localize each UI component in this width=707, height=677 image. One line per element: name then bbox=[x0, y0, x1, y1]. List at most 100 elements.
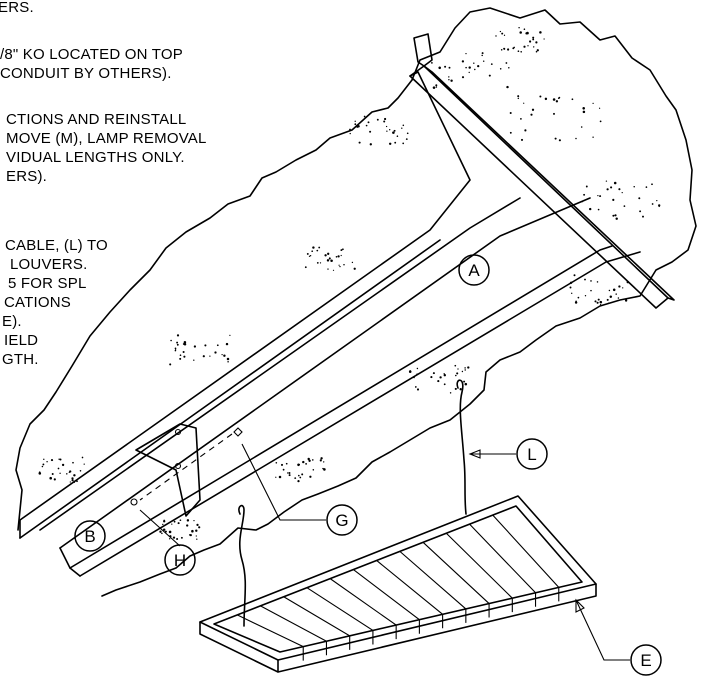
concrete-dot bbox=[275, 476, 277, 478]
concrete-dot bbox=[339, 265, 341, 268]
concrete-dot bbox=[367, 121, 370, 124]
concrete-dot bbox=[468, 71, 470, 74]
concrete-dot bbox=[555, 100, 559, 103]
concrete-dot bbox=[401, 127, 403, 129]
concrete-dot bbox=[214, 351, 217, 354]
concrete-dot bbox=[535, 50, 538, 53]
concrete-dot bbox=[599, 120, 602, 123]
concrete-dot bbox=[172, 536, 176, 539]
callout-g: G bbox=[326, 504, 358, 536]
concrete-dot bbox=[393, 129, 396, 132]
concrete-dot bbox=[461, 60, 465, 63]
concrete-dot bbox=[365, 124, 368, 127]
concrete-dot bbox=[608, 289, 611, 292]
concrete-dot bbox=[651, 203, 654, 205]
concrete-dot bbox=[173, 520, 176, 523]
note-1-line-1: ERS. bbox=[0, 0, 34, 16]
callout-e-label: E bbox=[640, 651, 651, 670]
concrete-dot bbox=[357, 125, 360, 128]
mounting-channel-bottom bbox=[69, 245, 613, 569]
concrete-dot bbox=[606, 298, 609, 301]
concrete-dot bbox=[517, 95, 520, 98]
concrete-dot bbox=[41, 465, 44, 468]
concrete-dot bbox=[195, 529, 198, 532]
concrete-dot bbox=[597, 298, 600, 301]
concrete-dot bbox=[448, 76, 450, 78]
concrete-dot bbox=[176, 341, 179, 344]
concrete-dot bbox=[463, 380, 466, 383]
concrete-dot bbox=[613, 181, 617, 185]
concrete-dot bbox=[477, 64, 480, 68]
concrete-dot bbox=[171, 523, 173, 525]
concrete-dot bbox=[402, 142, 405, 145]
concrete-dot bbox=[597, 194, 599, 197]
concrete-dot bbox=[191, 529, 194, 533]
callout-l-label: L bbox=[527, 445, 536, 464]
concrete-dot bbox=[543, 38, 545, 40]
concrete-dot bbox=[299, 476, 302, 479]
concrete-dot bbox=[389, 129, 391, 131]
concrete-dot bbox=[448, 79, 450, 81]
concrete-dot bbox=[531, 108, 535, 111]
concrete-dot bbox=[432, 86, 436, 89]
concrete-dot bbox=[416, 367, 419, 370]
concrete-dot bbox=[282, 468, 285, 471]
concrete-dot bbox=[461, 370, 464, 373]
concrete-dot bbox=[369, 130, 372, 133]
concrete-dot bbox=[202, 355, 205, 358]
concrete-dot bbox=[638, 197, 641, 200]
concrete-dot bbox=[435, 86, 438, 88]
hanger-hook-right bbox=[456, 379, 467, 515]
concrete-dot bbox=[529, 40, 532, 43]
channel-end-face bbox=[19, 519, 81, 577]
concrete-dot bbox=[42, 463, 45, 466]
concrete-dot bbox=[473, 62, 475, 64]
concrete-dot bbox=[327, 268, 329, 270]
concrete-dot bbox=[349, 132, 351, 135]
concrete-dot bbox=[609, 295, 613, 298]
louver-blade bbox=[445, 532, 513, 613]
louver-blade bbox=[353, 569, 420, 634]
concrete-dot bbox=[503, 34, 506, 36]
plate-hole-2 bbox=[174, 462, 182, 470]
concrete-dot bbox=[168, 538, 171, 540]
fixture-louvers bbox=[236, 514, 560, 661]
concrete-dot bbox=[535, 41, 538, 44]
concrete-dot bbox=[226, 357, 230, 361]
concrete-dot bbox=[610, 186, 613, 189]
concrete-dot bbox=[168, 530, 172, 534]
concrete-dot bbox=[225, 342, 229, 346]
concrete-dot bbox=[309, 255, 312, 257]
note-1: ERS. bbox=[0, 0, 34, 17]
concrete-dot bbox=[607, 302, 610, 304]
concrete-texture bbox=[38, 26, 661, 541]
concrete-dot bbox=[335, 255, 338, 258]
concrete-dot bbox=[448, 66, 451, 69]
concrete-dot bbox=[490, 63, 493, 65]
concrete-dot bbox=[592, 102, 594, 105]
concrete-dot bbox=[505, 62, 508, 64]
concrete-dot bbox=[596, 281, 599, 283]
concrete-dot bbox=[392, 131, 395, 134]
concrete-dot bbox=[177, 522, 180, 525]
concrete-dot bbox=[227, 361, 229, 363]
concrete-dot bbox=[527, 45, 529, 47]
note-4-line-5: E). bbox=[2, 313, 22, 330]
concrete-dot bbox=[209, 355, 211, 357]
louver-blade bbox=[469, 523, 537, 607]
concrete-dot bbox=[176, 537, 179, 541]
concrete-dot bbox=[288, 474, 291, 477]
concrete-dot bbox=[577, 296, 580, 299]
concrete-dot bbox=[61, 463, 65, 467]
concrete-dot bbox=[454, 387, 457, 390]
callout-b-label: B bbox=[84, 527, 95, 546]
concrete-dot bbox=[582, 110, 586, 114]
louver-blade bbox=[283, 596, 351, 650]
concrete-dot bbox=[599, 300, 603, 304]
ceiling-slab-outline bbox=[101, 7, 697, 597]
concrete-dot bbox=[573, 274, 576, 277]
concrete-dot bbox=[182, 350, 185, 354]
louver-blade bbox=[376, 560, 444, 629]
louver-blade bbox=[399, 550, 467, 623]
